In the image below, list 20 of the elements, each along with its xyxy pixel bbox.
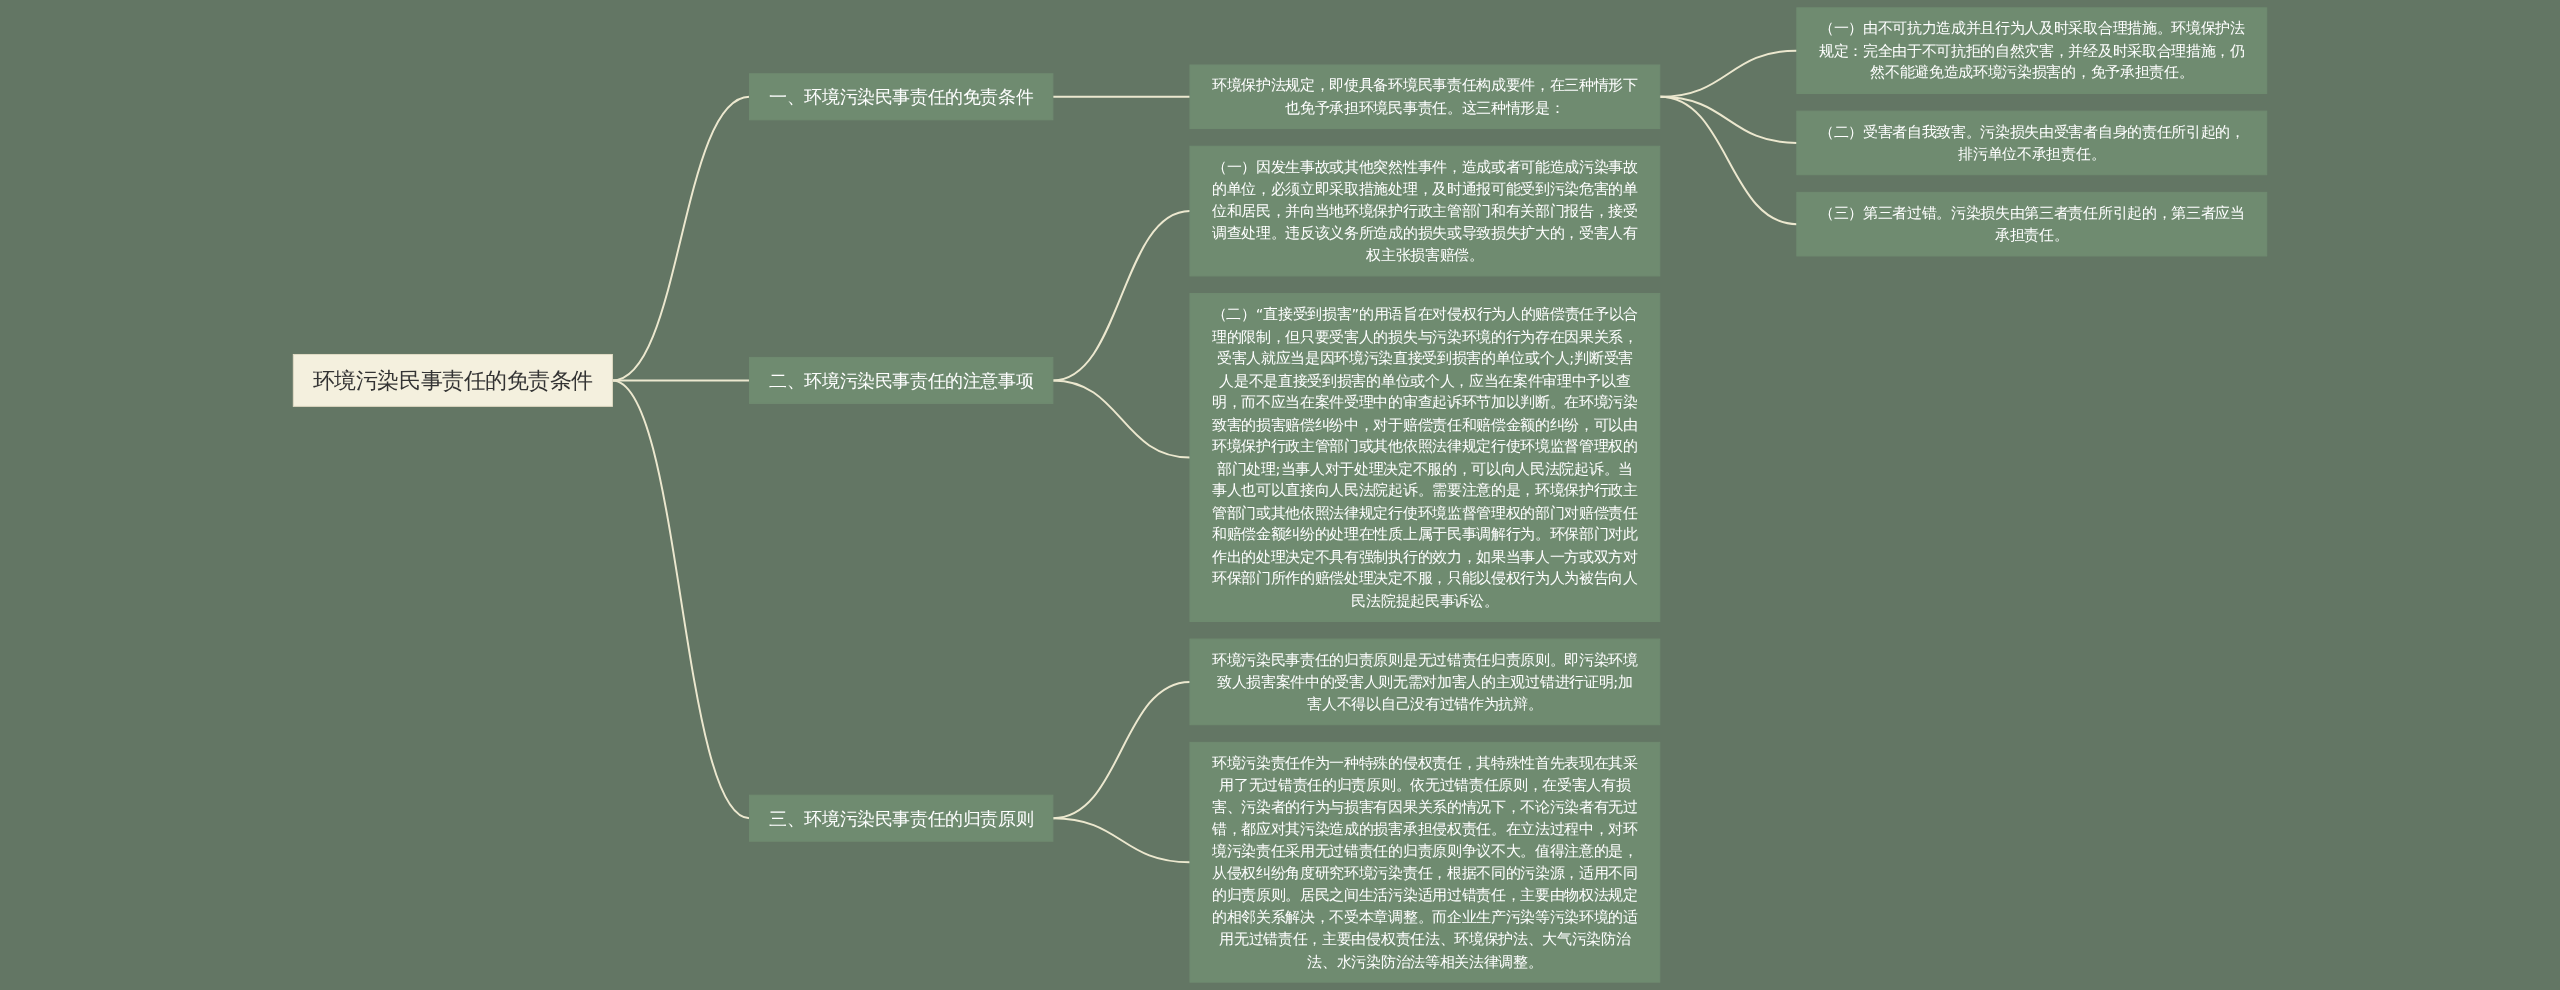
- node-box: 二、环境污染民事责任的注意事项: [748, 356, 1054, 404]
- connector: [1051, 817, 1191, 864]
- node-box: 环境污染责任作为一种特殊的侵权责任，其特殊性首先表现在其采用了无过错责任的归责原则。依无过错责任原则，在受害人有损害、污染者的行为与损害有因果关系的情况下，不论污染者有无过错，都应对其污染造成的损害承担侵权责任。在立法过程中，对环境污染责任采用无过错责任的归责原则争议不大。值得注意的是，从侵权纠纷角度研究环境污染责任，根据不同的污染源，适用不同的归责原则。居民之间生活污染适用过错责任，主要由物权法规定的相邻关系解决，不受本章调整。而企业生产污染等污染环境的适用无过错责任，主要由侵权责任法、环境保护法、大气污染防治法、水污染防治法等相关法律调整。: [1189, 741, 1661, 983]
- node-box: （一）因发生事故或其他突然性事件，造成或者可能造成污染事故的单位，必须立即采取措施处理，及时通报可能受到污染危害的单位和居民，并向当地环境保护行政主管部门和有关部门报告，接受调查处理。违反该义务所造成的损失或导致损失扩大的，受害人有权主张损害赔偿。: [1189, 145, 1661, 277]
- node-box: （二）“直接受到损害”的用语旨在对侵权行为人的赔偿责任予以合理的限制，但只要受害人的损失与污染环境的行为存在因果关系，受害人就应当是因环境污染直接受到损害的单位或个人;判断受害人是不是直接受到损害的单位或个人，应当在案件审理中予以查明，而不应当在案件受理中的审查起诉环节加以判断。在环境污染致害的损害赔偿纠纷中，对于赔偿责任和赔偿金额的纠纷，可以由环境保护行政主管部门或其他依照法律规定行使环境监督管理权的部门处理;当事人对于处理决定不服的，可以向人民法院起诉。当事人也可以直接向人民法院起诉。需要注意的是，环境保护行政主管部门或其他依照法律规定行使环境监督管理权的部门对赔偿责任和赔偿金额纠纷的处理在性质上属于民事调解行为。环保部门对此作出的处理决定不具有强制执行的效力，如果当事人一方或双方对环保部门所作的赔偿处理决定不服，只能以侵权行为人为被告向人民法院提起民事诉讼。: [1189, 293, 1661, 622]
- connector: [1051, 210, 1191, 382]
- connector: [1658, 95, 1798, 226]
- node-box: 环境污染民事责任的免责条件: [292, 354, 613, 407]
- node-box: 环境保护法规定，即使具备环境民事责任构成要件，在三种情形下也免予承担环境民事责任。这三种情形是：: [1189, 64, 1661, 130]
- connector: [611, 379, 751, 382]
- connector: [611, 95, 751, 382]
- connector: [1051, 379, 1191, 459]
- connector: [611, 379, 751, 820]
- node-box: 一、环境污染民事责任的免责条件: [748, 73, 1054, 121]
- node-box: （一）由不可抗力造成并且行为人及时采取合理措施。环境保护法规定：完全由于不可抗拒的自然灾害，并经及时采取合理措施，仍然不能避免造成环境污染损害的，免予承担责任。: [1796, 7, 2268, 94]
- node-box: （二）受害者自我致害。污染损失由受害者自身的责任所引起的，排污单位不承担责任。: [1796, 110, 2268, 176]
- connector: [1051, 95, 1191, 98]
- node-box: 三、环境污染民事责任的归责原则: [748, 794, 1054, 842]
- node-box: 环境污染民事责任的归责原则是无过错责任归责原则。即污染环境致人损害案件中的受害人则无需对加害人的主观过错进行证明;加害人不得以自己没有过错作为抗辩。: [1189, 638, 1661, 726]
- node-box: （三）第三者过错。污染损失由第三者责任所引起的，第三者应当承担责任。: [1796, 191, 2268, 257]
